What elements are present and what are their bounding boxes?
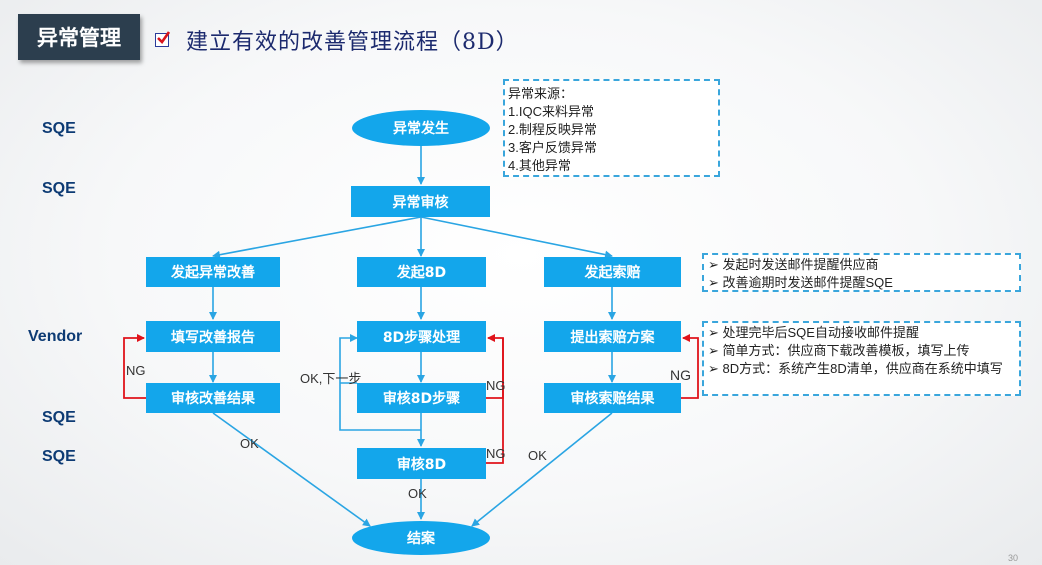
node-8d-step: 8D步骤处理	[357, 321, 486, 352]
role-label: SQE	[42, 120, 76, 137]
node-review-result: 审核改善结果	[146, 383, 280, 413]
node-review-claim: 审核索赔结果	[544, 383, 681, 413]
node-review: 异常审核	[351, 186, 490, 217]
note-line: 发起时发送邮件提醒供应商	[722, 257, 879, 272]
note-line: 处理完毕后SQE自动接收邮件提醒	[722, 325, 919, 340]
node-claim-plan: 提出索赔方案	[544, 321, 681, 352]
bullet-arrow-icon: ➢	[708, 325, 723, 340]
node-end: 结案	[352, 521, 490, 555]
note-line: 4.其他异常	[508, 158, 571, 173]
bullet-arrow-icon: ➢	[708, 343, 723, 358]
bullet-arrow-icon: ➢	[708, 275, 723, 290]
note-line: 3.客户反馈异常	[508, 140, 597, 155]
edge-label-ok-next: OK,下一步	[300, 371, 362, 386]
role-label: SQE	[42, 180, 76, 197]
edge-label-ng: NG	[486, 446, 506, 461]
note-line: 简单方式：供应商下载改善模板，填写上传	[722, 343, 970, 358]
note-line: 改善逾期时发送邮件提醒SQE	[722, 275, 893, 290]
note-line: 1.IQC来料异常	[508, 104, 594, 119]
note-email: ➢ 发起时发送邮件提醒供应商 ➢ 改善逾期时发送邮件提醒SQE	[702, 253, 1021, 292]
edge-label-ng: NG	[126, 363, 146, 378]
edge-label-ng: NG	[486, 378, 506, 393]
bullet-arrow-icon: ➢	[708, 257, 723, 272]
role-label: SQE	[42, 448, 76, 465]
edge-label-ok: OK	[528, 448, 547, 463]
node-review-8d: 审核8D	[357, 448, 486, 479]
edge-label-ok: OK	[240, 436, 259, 451]
note-line: 异常来源：	[508, 86, 574, 101]
page-number: 30	[1007, 553, 1018, 563]
node-improve-start: 发起异常改善	[146, 257, 280, 287]
edge-label-ok: OK	[408, 486, 427, 501]
checkbox-icon	[155, 31, 171, 47]
section-tag: 异常管理	[18, 14, 140, 60]
note-line: 8D方式：系统产生8D清单，供应商在系统中填写	[722, 361, 1003, 376]
edge-label-ng: NG	[670, 367, 691, 383]
role-label: Vendor	[28, 328, 83, 345]
node-review-8d-step: 审核8D步骤	[357, 383, 486, 413]
page-title: 建立有效的改善管理流程（8D）	[186, 30, 519, 55]
node-start-8d: 发起8D	[357, 257, 486, 287]
bullet-arrow-icon: ➢	[708, 361, 723, 376]
node-claim-start: 发起索赔	[544, 257, 681, 287]
node-start: 异常发生	[352, 110, 490, 146]
node-fill-report: 填写改善报告	[146, 321, 280, 352]
note-line: 2.制程反映异常	[508, 122, 597, 137]
note-modes: ➢ 处理完毕后SQE自动接收邮件提醒 ➢ 简单方式：供应商下载改善模板，填写上传…	[702, 321, 1021, 396]
note-source: 异常来源： 1.IQC来料异常 2.制程反映异常 3.客户反馈异常 4.其他异常	[503, 79, 720, 177]
role-label: SQE	[42, 409, 76, 426]
